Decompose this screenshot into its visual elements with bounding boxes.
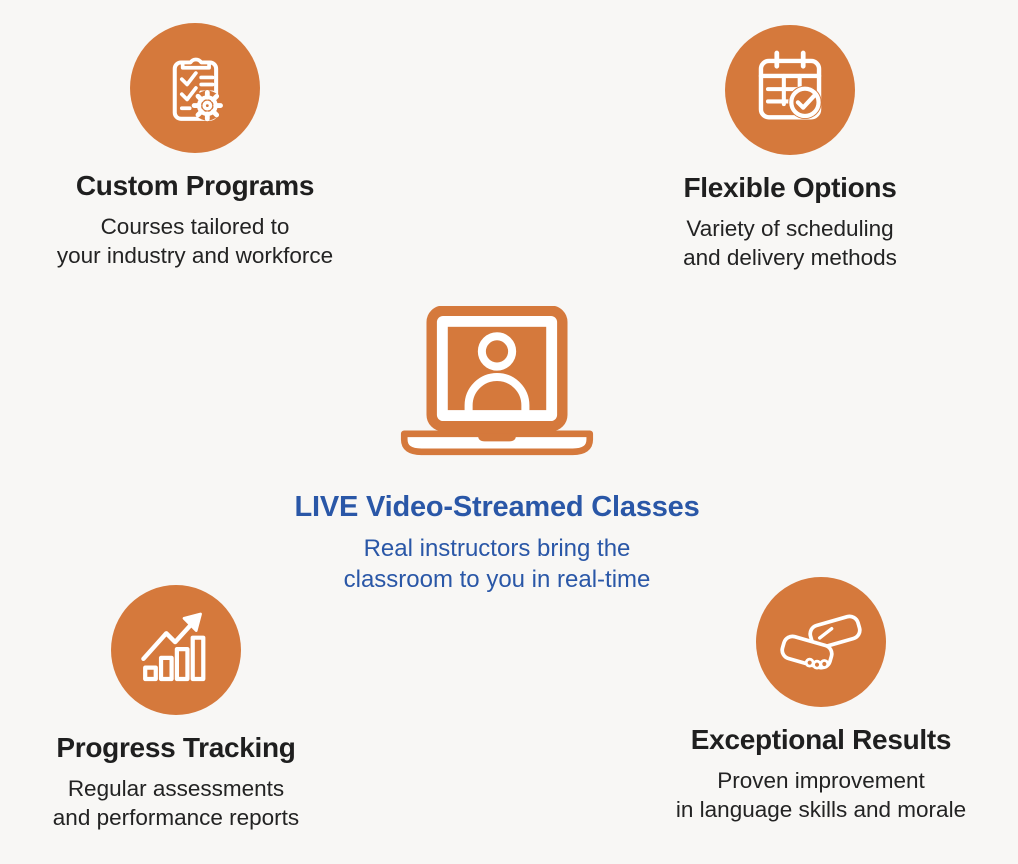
calendar-check-icon-svg	[758, 50, 822, 120]
laptop-video-call-icon	[400, 306, 594, 456]
handshake-icon	[756, 577, 886, 707]
feature-progress-tracking: Progress Tracking Regular assessments an…	[11, 585, 341, 832]
feature-subtitle: Variety of scheduling and delivery metho…	[683, 214, 897, 272]
clipboard-checklist-gear-icon	[130, 23, 260, 153]
feature-subtitle-line: Variety of scheduling	[686, 216, 894, 241]
feature-subtitle-line: Regular assessments	[67, 776, 285, 801]
center-subtitle: Real instructors bring the classroom to …	[344, 533, 651, 595]
handshake-icon-svg	[780, 614, 862, 670]
feature-exceptional-results: Exceptional Results Proven improvement i…	[656, 577, 986, 824]
center-subtitle-line: Real instructors bring the	[363, 535, 631, 562]
clipboard-checklist-gear-icon-svg	[172, 57, 223, 122]
feature-flexible-options: Flexible Options Variety of scheduling a…	[625, 25, 955, 272]
feature-subtitle-line: and performance reports	[52, 805, 300, 830]
center-title: LIVE Video-Streamed Classes	[294, 491, 700, 523]
feature-subtitle-line: your industry and workforce	[56, 243, 334, 268]
feature-subtitle-line: Courses tailored to	[100, 214, 290, 239]
feature-subtitle-line: and delivery methods	[683, 245, 897, 270]
feature-subtitle-line: in language skills and morale	[675, 797, 967, 822]
calendar-check-icon	[725, 25, 855, 155]
feature-title: Progress Tracking	[56, 732, 296, 763]
feature-subtitle: Courses tailored to your industry and wo…	[57, 212, 333, 270]
bar-chart-growth-arrow-icon-svg	[141, 612, 206, 682]
feature-live-video-classes: LIVE Video-Streamed Classes Real instruc…	[267, 306, 727, 595]
center-subtitle-line: classroom to you in real-time	[343, 566, 651, 593]
feature-title: Flexible Options	[683, 172, 897, 203]
feature-title: Custom Programs	[75, 170, 315, 201]
feature-title: Exceptional Results	[690, 724, 952, 755]
feature-subtitle: Regular assessments and performance repo…	[53, 774, 299, 832]
feature-custom-programs: Custom Programs Courses tailored to your…	[30, 23, 360, 270]
bar-chart-growth-arrow-icon	[111, 585, 241, 715]
feature-subtitle-line: Proven improvement	[717, 768, 925, 793]
feature-subtitle: Proven improvement in language skills an…	[676, 766, 966, 824]
